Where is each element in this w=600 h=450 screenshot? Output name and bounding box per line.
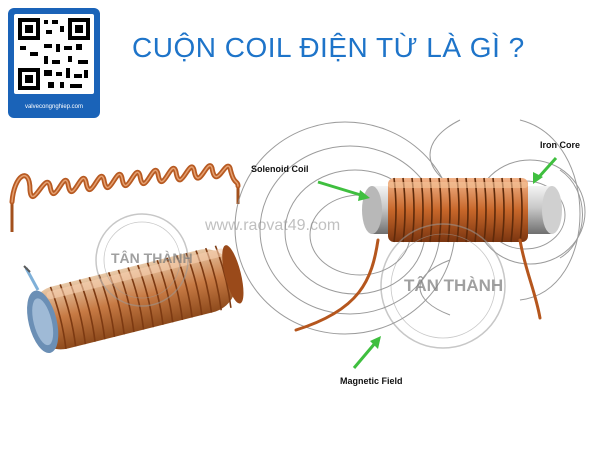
pointer-arrows xyxy=(317,156,558,369)
qr-caption: valvecongnghiep.com xyxy=(24,104,84,110)
brand-watermark-left xyxy=(95,213,189,307)
watermark-brand-left: TÂN THÀNH xyxy=(111,250,193,266)
spring-coil xyxy=(9,163,241,232)
solenoid-windings xyxy=(388,177,528,243)
watermark-brand-right: TÂN THÀNH xyxy=(404,276,504,295)
label-magnetic-field: Magnetic Field xyxy=(340,376,403,386)
qr-code-icon xyxy=(14,14,94,94)
brand-watermark-right xyxy=(380,223,506,349)
label-solenoid-coil: Solenoid Coil xyxy=(251,164,309,174)
wound-coil-on-rod xyxy=(23,245,244,354)
page-title: CUỘN COIL ĐIỆN TỪ LÀ GÌ ? xyxy=(132,32,525,63)
watermark-url: www.raovat49.com xyxy=(205,217,341,234)
lead-wires xyxy=(294,238,542,332)
qr-card[interactable]: valvecongnghiep.com xyxy=(8,8,100,118)
label-iron-core: Iron Core xyxy=(540,140,581,150)
